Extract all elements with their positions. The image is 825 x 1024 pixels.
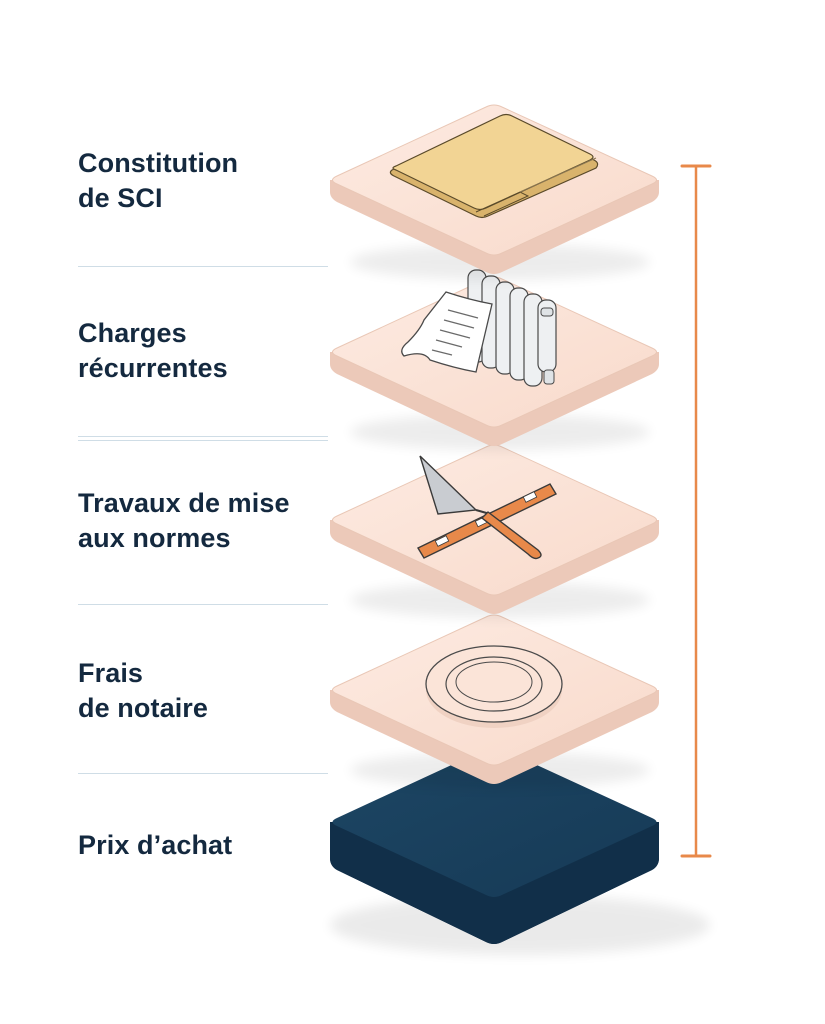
label-prix-achat: Prix d’achat — [78, 828, 232, 863]
label-line: de SCI — [78, 183, 163, 213]
trowel-level-icon — [417, 455, 557, 560]
label-line: récurrentes — [78, 353, 228, 383]
label-line: aux normes — [78, 523, 231, 553]
label-travaux-mise-aux-normes: Travaux de mise aux normes — [78, 486, 290, 556]
radiator-receipt-icon — [401, 269, 557, 387]
label-line: Constitution — [78, 148, 239, 178]
label-line: Charges — [78, 318, 187, 348]
plate-travaux — [330, 444, 659, 618]
label-line: de notaire — [78, 693, 209, 723]
label-line: Travaux de mise — [78, 488, 290, 518]
label-frais-notaire: Frais de notaire — [78, 656, 208, 726]
label-line: Prix d’achat — [78, 830, 233, 860]
divider — [78, 773, 328, 774]
range-bracket — [680, 164, 712, 858]
divider — [78, 266, 328, 267]
divider — [78, 436, 328, 441]
label-line: Frais — [78, 658, 144, 688]
label-constitution-sci: Constitution de SCI — [78, 146, 238, 216]
folder-icon — [389, 113, 599, 219]
divider — [78, 604, 328, 605]
seal-icon — [425, 645, 563, 728]
label-charges-recurrentes: Charges récurrentes — [78, 316, 228, 386]
